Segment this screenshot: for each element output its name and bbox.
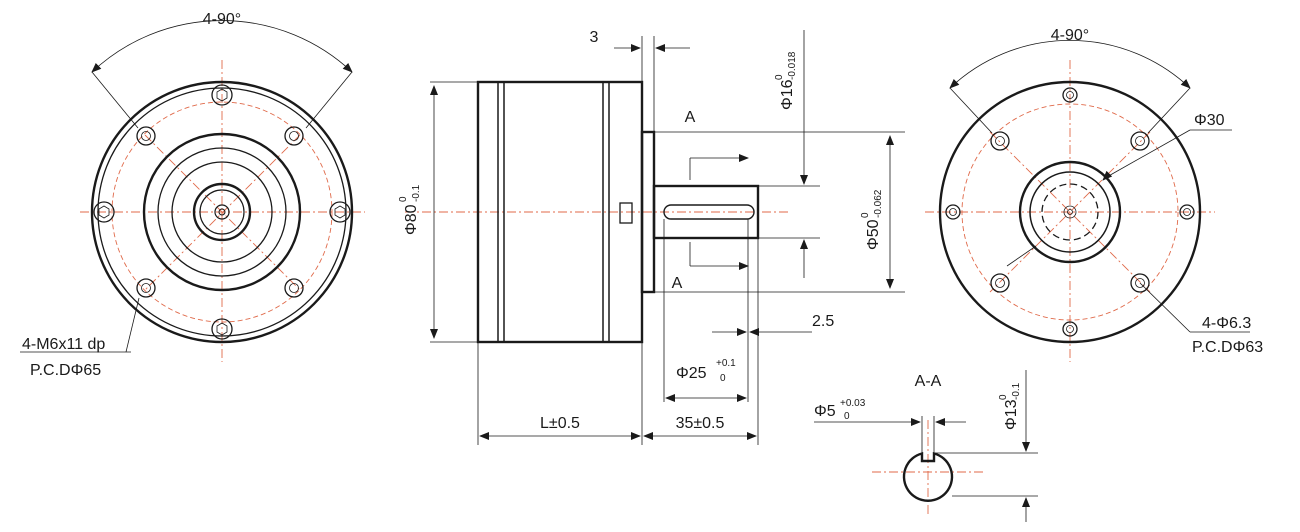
section-mark-bottom: A <box>672 275 683 292</box>
shaft-diameter-dim: Φ16 0 -0.018 <box>774 51 798 110</box>
svg-text:0: 0 <box>844 411 850 422</box>
section-mark-top: A <box>685 109 696 126</box>
svg-text:0: 0 <box>998 394 1009 400</box>
svg-text:Φ50: Φ50 <box>865 219 882 250</box>
output-shaft <box>652 184 760 240</box>
svg-text:0: 0 <box>774 74 785 80</box>
svg-text:0: 0 <box>860 212 871 218</box>
svg-text:Φ16: Φ16 <box>779 79 796 110</box>
svg-text:Φ80: Φ80 <box>403 204 420 235</box>
svg-text:+0.03: +0.03 <box>840 398 866 409</box>
right-input-view: 4-90° Φ30 4-Φ6.3 P.C.DΦ63 <box>925 27 1263 362</box>
section-a-a-view: A-A Φ5 +0.03 0 Φ13 0 -0.1 <box>814 370 1038 522</box>
shaft-length-label: 35±0.5 <box>676 415 725 432</box>
thread-label: 4-M6x11 dp <box>22 336 105 353</box>
svg-text:Φ25: Φ25 <box>676 365 707 382</box>
svg-text:0: 0 <box>720 373 726 384</box>
hex-socket-screw <box>93 201 115 223</box>
holes-label: 4-Φ6.3 <box>1202 315 1251 332</box>
mounting-hole <box>1130 273 1150 293</box>
input-gear <box>1041 183 1099 241</box>
svg-text:-0.018: -0.018 <box>787 51 798 80</box>
side-view: Φ80 0 -0.1 3 Φ16 0 -0.018 Φ50 0 -0.062 <box>398 29 905 445</box>
body-length-label: L±0.5 <box>540 415 580 432</box>
shoulder-length-label: 2.5 <box>812 313 834 330</box>
mounting-hole <box>1130 131 1150 151</box>
thread-hole <box>284 278 304 298</box>
key-length-dim: Φ25 +0.1 0 <box>676 358 736 384</box>
left-front-view: 4-90° 4-M6x11 dp P.C.DΦ65 <box>20 11 365 379</box>
mounting-hole <box>990 273 1010 293</box>
svg-text:+0.1: +0.1 <box>716 358 736 369</box>
screw <box>945 204 961 220</box>
hex-socket-screw <box>211 318 233 340</box>
section-title: A-A <box>915 373 942 390</box>
right-angle-label: 4-90° <box>1051 27 1089 44</box>
thread-hole <box>136 126 156 146</box>
left-angle-label: 4-90° <box>203 11 241 28</box>
shaft-cross-section <box>902 451 954 502</box>
bore-label: Φ30 <box>1194 112 1225 129</box>
svg-text:Φ5: Φ5 <box>814 403 836 420</box>
screw <box>1179 204 1195 220</box>
svg-text:-0.062: -0.062 <box>873 189 884 218</box>
key-width-dim: Φ5 +0.03 0 <box>814 398 866 422</box>
right-pcd-label: P.C.DΦ63 <box>1192 339 1263 356</box>
hex-socket-screw <box>211 84 233 106</box>
svg-text:Φ13: Φ13 <box>1003 399 1020 430</box>
svg-text:-0.1: -0.1 <box>1011 382 1022 400</box>
flange-thickness-label: 3 <box>590 29 599 46</box>
left-pcd-label: P.C.DΦ65 <box>30 362 101 379</box>
pilot-diameter-dim: Φ50 0 -0.062 <box>860 189 884 250</box>
shaft-key <box>663 204 755 220</box>
thread-hole <box>284 126 304 146</box>
mounting-hole <box>990 131 1010 151</box>
screw <box>1062 321 1078 337</box>
thread-hole <box>136 278 156 298</box>
svg-text:0: 0 <box>398 196 409 202</box>
svg-text:-0.1: -0.1 <box>411 184 422 202</box>
hex-socket-screw <box>329 201 351 223</box>
body-diameter-dim: Φ80 0 -0.1 <box>398 184 422 235</box>
key-height-dim: Φ13 0 -0.1 <box>998 382 1022 430</box>
